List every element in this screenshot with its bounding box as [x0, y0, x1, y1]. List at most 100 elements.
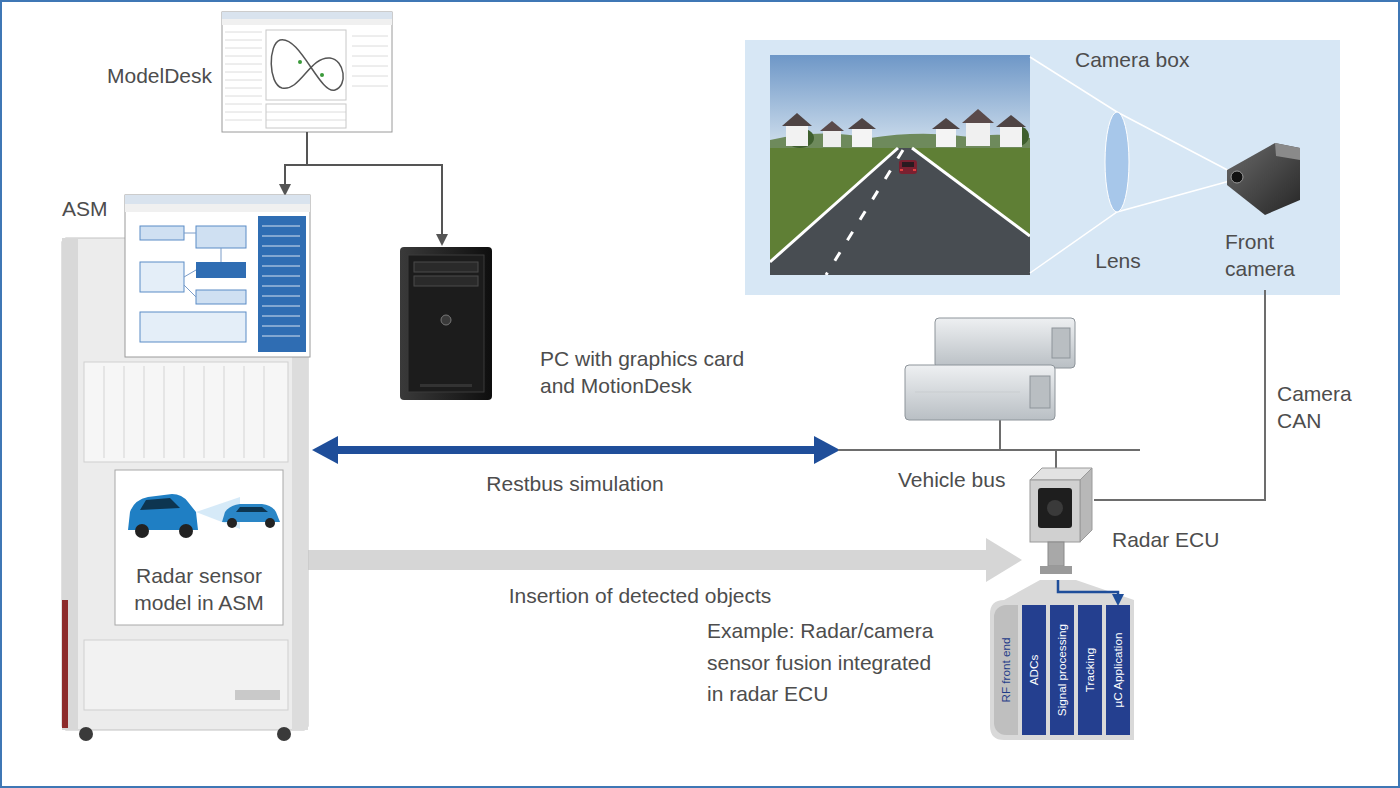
road-scene — [852, 129, 872, 147]
sensor-model-box: Radar sensor model in ASM — [115, 470, 283, 625]
modeldesk-screenshot — [225, 40, 262, 41]
modeldesk-screenshot — [320, 73, 324, 77]
hil-simulator-node: ASM Radar sensor model in ASM — [60, 195, 312, 740]
radar-scene-cars — [227, 518, 237, 528]
asm-screenshot — [184, 233, 221, 297]
rack-cabinet — [277, 727, 291, 741]
road-scene — [1000, 127, 1022, 147]
modeldesk-screenshot — [352, 46, 388, 47]
modeldesk-screenshot — [225, 96, 262, 97]
radar-ecu-icon — [1047, 500, 1063, 516]
road-scene — [1001, 125, 1029, 147]
modeldesk-screenshot — [222, 12, 392, 132]
block-label: Signal processing — [1050, 605, 1074, 735]
modeldesk-screenshot — [352, 76, 388, 77]
restbus-arrow — [312, 436, 338, 464]
label-holder: Example: Radar/camera sensor fusion inte… — [707, 615, 943, 710]
asm-screenshot — [184, 270, 196, 277]
camera-box-ground — [745, 40, 1340, 295]
light-rays — [1030, 57, 1237, 273]
pc-tower — [414, 262, 478, 272]
node-label: Radar ECU — [1112, 526, 1184, 553]
node-label: ASM — [62, 195, 314, 222]
radar-scene-cars — [265, 518, 275, 528]
tool-arrow — [307, 132, 442, 234]
road-scene — [900, 169, 903, 171]
processing-block: RF front end — [994, 605, 1018, 735]
block-label: RF front end — [994, 605, 1018, 735]
free-label: Restbus simulation — [470, 470, 680, 497]
label-holder: Restbus simulation — [470, 470, 680, 497]
radar-ecu-icon — [1030, 468, 1092, 574]
node-label: Radar sensor model in ASM — [124, 562, 274, 617]
road-scene — [770, 148, 898, 262]
asm-screenshot — [221, 248, 222, 262]
asm-screenshot — [196, 262, 246, 278]
modeldesk-screenshot — [225, 104, 262, 105]
ecu-boxes — [915, 392, 1020, 393]
radar-ecu-node: Radar ECU — [1022, 462, 1094, 580]
road-scene — [996, 115, 1026, 127]
front-camera-icon — [1231, 171, 1243, 183]
radar-ecu-icon — [1080, 468, 1092, 542]
radar-scene-cars — [140, 498, 180, 510]
modeldesk-screenshot — [225, 64, 262, 65]
asm-screenshot — [262, 236, 300, 237]
modeldesk-screenshot — [271, 40, 343, 91]
data-flow-arrow — [1058, 580, 1118, 594]
modeldesk-screenshot — [225, 112, 262, 113]
radar-scene-cars — [179, 524, 193, 538]
node-label: PC with graphics card and MotionDesk — [540, 345, 780, 400]
modeldesk-screenshot — [225, 48, 262, 49]
asm-screenshot — [262, 306, 300, 307]
road-scene — [786, 126, 808, 146]
lens-node: Lens — [1088, 112, 1152, 281]
road-scene — [936, 129, 956, 147]
modeldesk-screenshot — [352, 86, 388, 87]
rack-cabinet — [144, 366, 145, 458]
modeldesk-screenshot — [225, 32, 262, 33]
modeldesk-screenshot — [225, 120, 262, 121]
block-label: µC Application — [1106, 605, 1130, 735]
rack-cabinet — [224, 366, 225, 458]
asm-screenshot — [125, 195, 310, 204]
radar-scene-cars — [135, 524, 149, 538]
asm-screenshot — [262, 246, 300, 247]
free-label: Example: Radar/camera sensor fusion inte… — [707, 615, 943, 710]
node-label: Camera box — [1075, 46, 1400, 73]
radar-ecu-icon — [1030, 480, 1080, 542]
asm-screenshot — [262, 316, 300, 317]
node-label: Front camera — [1225, 228, 1320, 283]
asm-screenshot — [184, 233, 196, 234]
rack-cabinet — [84, 362, 288, 462]
road-scene — [966, 123, 990, 146]
connector-label: Camera CAN — [1277, 380, 1362, 435]
pc-tower — [400, 247, 492, 400]
road-scene — [770, 55, 1030, 155]
ecu-boxes — [1030, 376, 1050, 408]
modeldesk-screenshot — [266, 112, 346, 113]
node-label: Lens — [1088, 247, 1148, 274]
block-label: ADCs — [1022, 605, 1046, 735]
asm-screenshot — [262, 226, 300, 336]
modeldesk-screenshot — [222, 12, 392, 19]
block-label: Tracking — [1078, 605, 1102, 735]
tool-screenshot-node: ModelDesk — [222, 12, 392, 132]
road-scene — [913, 169, 916, 171]
processing-block: µC Application — [1106, 605, 1130, 735]
modeldesk-screenshot — [298, 60, 302, 64]
front-camera-node: Front camera — [1205, 140, 1325, 290]
road-scene — [770, 148, 1030, 275]
modeldesk-screenshot — [352, 56, 388, 57]
label-holder: Vehicle bus — [898, 466, 1005, 493]
free-label: Vehicle bus — [898, 466, 1005, 493]
asm-screenshot — [140, 262, 184, 292]
front-camera-icon — [1227, 143, 1300, 215]
restbus-arrow — [312, 436, 840, 464]
road-scene — [820, 121, 844, 131]
radar-ecu-icon — [1048, 542, 1064, 566]
ecu-boxes — [905, 365, 1055, 420]
radar-scene-cars — [236, 507, 268, 512]
